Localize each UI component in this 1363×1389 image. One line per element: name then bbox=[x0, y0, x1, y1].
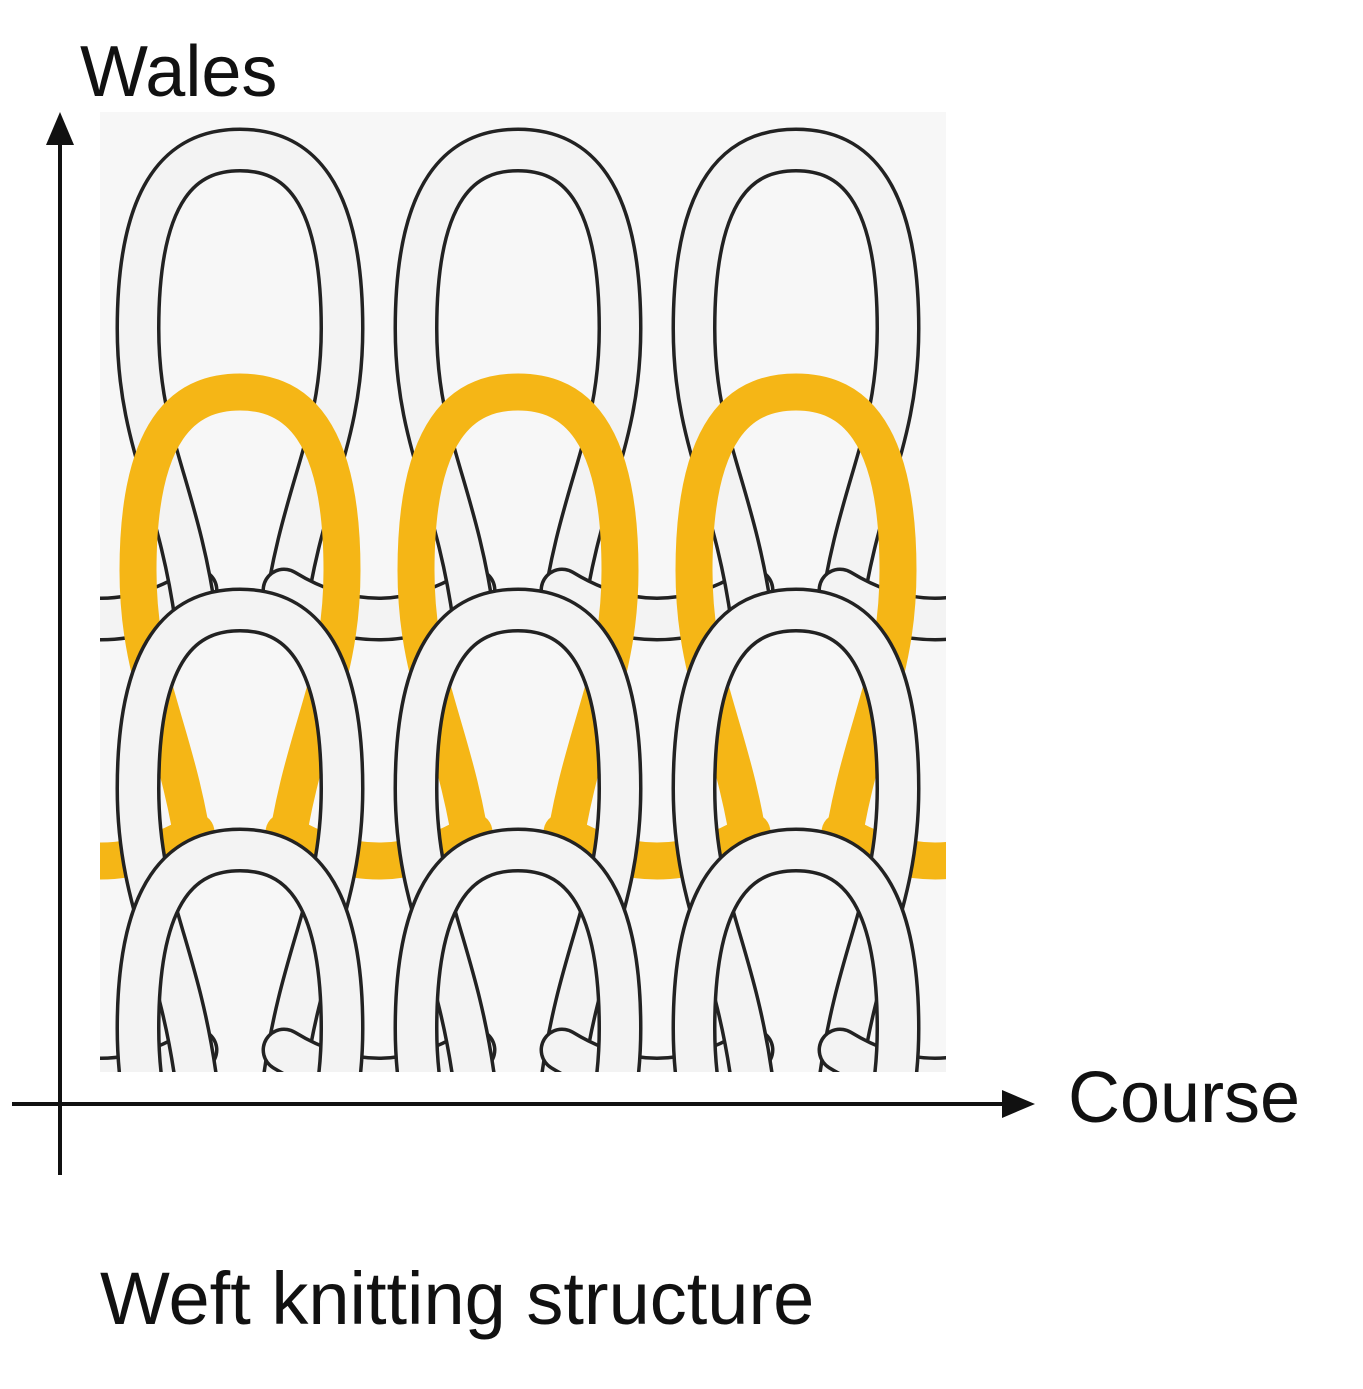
y-axis-arrow-icon bbox=[46, 112, 74, 145]
yarn-loop bbox=[972, 610, 1176, 1080]
sinker-loop bbox=[1118, 590, 1308, 619]
sinker-loop bbox=[817, 1027, 946, 1072]
sinker-loop bbox=[543, 813, 771, 880]
yarn-loop bbox=[972, 392, 1176, 862]
x-axis-label: Course bbox=[1068, 1058, 1301, 1138]
yarn-loop bbox=[393, 827, 643, 1072]
x-axis-arrow-icon bbox=[1002, 1090, 1035, 1118]
diagram-caption: Weft knitting structure bbox=[100, 1257, 815, 1340]
yarn-loop bbox=[0, 150, 64, 620]
yarn-loop bbox=[0, 610, 64, 1080]
y-axis-label: Wales bbox=[80, 32, 278, 112]
sinker-loop bbox=[840, 1290, 1030, 1319]
sinker-loop bbox=[100, 813, 215, 880]
sinker-loop bbox=[817, 567, 946, 642]
yarn-loop bbox=[115, 827, 365, 1072]
sinker-loop bbox=[821, 813, 946, 880]
sinker-loop bbox=[265, 813, 493, 880]
yarn-loop bbox=[972, 150, 1176, 620]
yarn-loop bbox=[0, 392, 64, 862]
yarn-loop bbox=[0, 850, 64, 1320]
sinker-loop bbox=[1118, 1290, 1308, 1319]
sinker-loop bbox=[1118, 832, 1308, 861]
yarn-loop bbox=[671, 827, 921, 1072]
